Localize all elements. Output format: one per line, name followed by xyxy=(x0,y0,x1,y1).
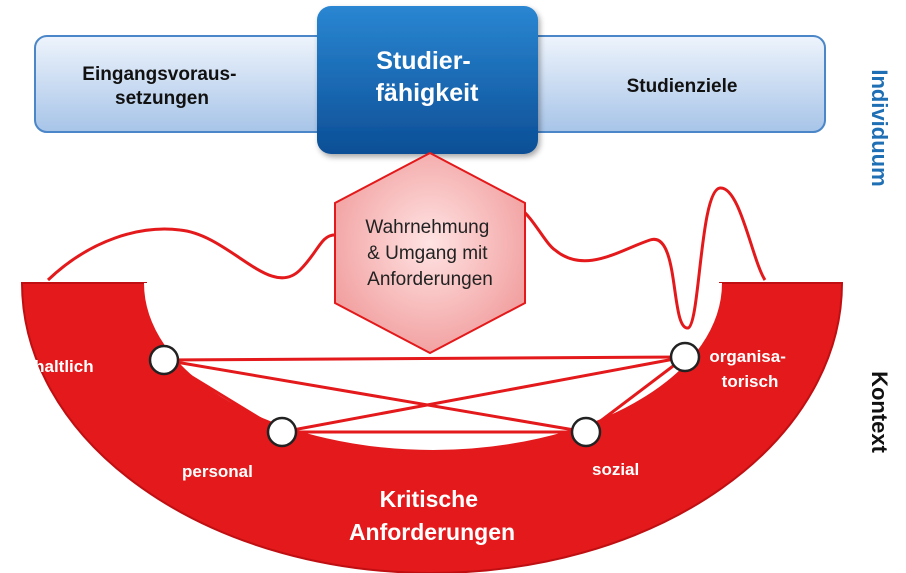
wavy-line xyxy=(46,186,767,330)
label-sozial: sozial xyxy=(592,460,639,479)
node-personal xyxy=(266,416,298,448)
label-personal: personal xyxy=(182,462,253,481)
hexagon-label: Wahrnehmung & Umgang mit Anforderungen xyxy=(365,217,494,290)
edge-organisatorisch-sozial xyxy=(585,355,686,434)
bowl-title: Kritische Anforderungen xyxy=(349,486,515,545)
node-inhaltlich xyxy=(148,344,180,376)
studienziele-label: Studienziele xyxy=(627,76,738,97)
wahrnehmung-hexagon xyxy=(334,151,526,355)
edge-inhaltlich-personal xyxy=(163,358,283,434)
label-inhaltlich: inhaltlich xyxy=(19,357,94,376)
studierfaehigkeit-box xyxy=(317,6,538,154)
edge-organisatorisch-personal xyxy=(281,355,686,434)
label-organisatorisch: organisa- torisch xyxy=(709,347,790,391)
individuum-side-label: Individuum xyxy=(867,69,892,186)
node-connections xyxy=(163,355,686,434)
edge-inhaltlich-organisatorisch xyxy=(163,355,686,362)
node-organisatorisch xyxy=(669,341,701,373)
studierfaehigkeit-label: Studier- fähigkeit xyxy=(376,47,479,107)
node-sozial xyxy=(570,416,602,448)
edge-inhaltlich-sozial xyxy=(163,358,587,434)
eingangsvoraussetzungen-label: Eingangsvoraus- setzungen xyxy=(82,64,241,109)
kontext-side-label: Kontext xyxy=(867,371,892,454)
